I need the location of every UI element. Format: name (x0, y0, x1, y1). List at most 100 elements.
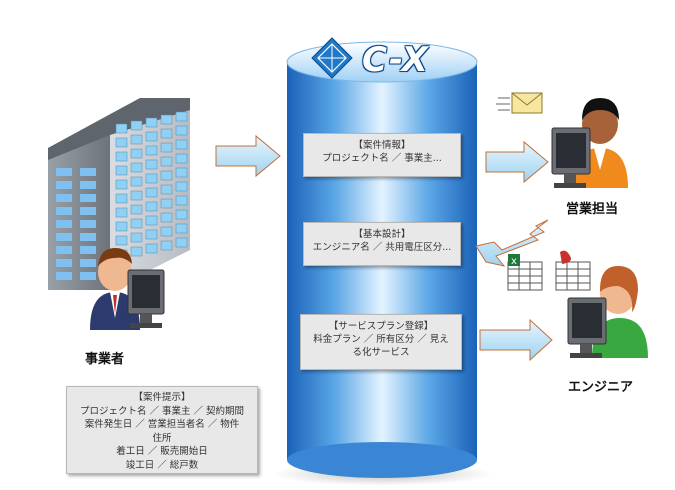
card-proposal-line-4: 着工日 ／ 販売開始日 (116, 446, 208, 457)
building-window (160, 226, 173, 237)
building-window (145, 243, 158, 254)
building-window (175, 139, 188, 150)
building-window (56, 246, 72, 254)
card-proposal-line-1: プロジェクト名 ／ 事業主 ／ 契約期間 (79, 405, 245, 417)
card-basic-design-line: エンジニア名 ／ 共用電圧区分... (312, 242, 452, 253)
building-window (130, 176, 143, 187)
building-window (56, 272, 72, 280)
card-proposal-line-2: 案件発生日 ／ 営業担当者名 ／ 物件 (84, 419, 240, 430)
cx-logo-text: C-X (362, 40, 430, 80)
arrow-sales-to-db (475, 219, 549, 267)
building-window (115, 151, 128, 162)
building-window (160, 156, 173, 167)
building-window (56, 194, 72, 202)
card-project-info-title: 【案件情報】 (353, 140, 411, 151)
building-window (160, 184, 173, 195)
building-window (115, 137, 128, 148)
building-window (145, 201, 158, 212)
building-window (115, 165, 128, 176)
card-service-plan-title: 【サービスプラン登録】 (328, 321, 434, 332)
building-window (175, 237, 188, 248)
card-basic-design: 【基本設計】 エンジニア名 ／ 共用電圧区分... (303, 222, 461, 266)
building-window (80, 220, 96, 228)
building-window (115, 179, 128, 190)
building-windows (56, 111, 188, 280)
building-window (80, 246, 96, 254)
pdf-spreadsheet-icon (555, 250, 591, 291)
card-proposal-line-3: 住所 (152, 432, 172, 444)
label-business-owner: 事業者 (85, 352, 125, 367)
building-window (160, 170, 173, 181)
svg-text:x: x (511, 256, 517, 267)
building-window (160, 212, 173, 223)
building-window (115, 221, 128, 232)
building-window (145, 145, 158, 156)
email-icon (496, 92, 543, 114)
building-window (130, 134, 143, 145)
building-window (160, 198, 173, 209)
building-window (175, 153, 188, 164)
building-window (160, 128, 173, 139)
label-engineer: エンジニア (568, 380, 634, 395)
card-proposal: 【案件提示】 プロジェクト名 ／ 事業主 ／ 契約期間 案件発生日 ／ 営業担当… (66, 386, 258, 474)
business-owner-person-icon (90, 248, 165, 330)
building-window (175, 167, 188, 178)
building-window (175, 125, 188, 136)
building-window (145, 173, 158, 184)
cx-logo-mark (311, 37, 353, 79)
building-window (56, 181, 72, 189)
building-window (160, 142, 173, 153)
building-window (145, 131, 158, 142)
building-window (145, 187, 158, 198)
card-service-plan-line-1: 料金プラン ／ 所有区分 ／ 見え (313, 334, 449, 345)
building-window (80, 168, 96, 176)
building-window (80, 194, 96, 202)
building-window (80, 207, 96, 215)
building-window (130, 246, 143, 257)
building-window (175, 223, 188, 234)
building-window (80, 272, 96, 280)
card-proposal-title: 【案件提示】 (133, 392, 191, 403)
building-window (175, 209, 188, 220)
building-window (130, 120, 143, 131)
building-window (145, 159, 158, 170)
building-window (175, 111, 188, 122)
building-window (130, 232, 143, 243)
card-basic-design-title: 【基本設計】 (353, 229, 411, 240)
building-window (145, 229, 158, 240)
building-window (56, 220, 72, 228)
building-window (80, 259, 96, 267)
sales-person-icon (551, 98, 628, 188)
building-window (56, 168, 72, 176)
building-window (115, 193, 128, 204)
card-service-plan: 【サービスプラン登録】 料金プラン ／ 所有区分 ／ 見え る化サービス (300, 314, 462, 370)
building-window (130, 218, 143, 229)
building-window (115, 235, 128, 246)
arrow-db-to-sales (485, 140, 549, 184)
building-window (175, 195, 188, 206)
building-window (160, 114, 173, 125)
building-window (130, 190, 143, 201)
card-proposal-line-5: 竣工日 ／ 総戸数 (125, 459, 199, 471)
card-project-info: 【案件情報】 プロジェクト名 ／ 事業主... (303, 133, 461, 177)
arrow-db-to-engineer (479, 318, 553, 362)
building-window (130, 148, 143, 159)
excel-spreadsheet-icon: x (507, 254, 543, 291)
building-window (56, 233, 72, 241)
card-service-plan-line-2: る化サービス (352, 347, 410, 358)
building-window (115, 207, 128, 218)
building-window (145, 117, 158, 128)
label-sales: 営業担当 (566, 202, 619, 217)
building-window (130, 204, 143, 215)
card-project-info-line: プロジェクト名 ／ 事業主... (322, 153, 442, 164)
building-window (175, 181, 188, 192)
building-window (56, 259, 72, 267)
building-window (145, 215, 158, 226)
building-window (56, 207, 72, 215)
building-window (80, 233, 96, 241)
building-window (80, 181, 96, 189)
engineer-person-icon (567, 266, 648, 358)
building-window (130, 162, 143, 173)
building-window (115, 123, 128, 134)
building-window (160, 240, 173, 251)
